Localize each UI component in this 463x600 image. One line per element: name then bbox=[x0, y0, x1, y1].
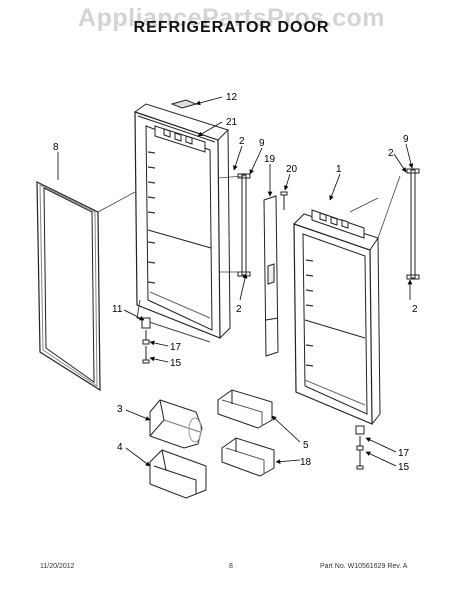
right-hinge-rod-part bbox=[406, 168, 420, 280]
callout-2-left-bottom: 2 bbox=[236, 304, 242, 315]
callout-2-left-top: 2 bbox=[239, 136, 245, 147]
callout-17-left: 17 bbox=[170, 342, 182, 353]
left-door-liner-part bbox=[134, 103, 231, 343]
callout-15-right: 15 bbox=[398, 462, 410, 473]
callout-18: 18 bbox=[300, 457, 312, 468]
dispenser-cover-part bbox=[149, 399, 203, 449]
rail-screw-part bbox=[280, 191, 288, 210]
callout-17-right: 17 bbox=[398, 448, 410, 459]
footer-page-number: 8 bbox=[229, 563, 233, 570]
footer-date: 11/20/2012 bbox=[40, 563, 75, 570]
callout-9-left: 9 bbox=[259, 138, 265, 149]
door-bin-lower-part bbox=[221, 437, 275, 477]
callout-19: 19 bbox=[264, 154, 276, 165]
right-door-liner-part bbox=[293, 213, 381, 425]
lower-right-hinge-parts bbox=[355, 425, 365, 470]
callout-21: 21 bbox=[226, 117, 238, 128]
lower-left-hinge-parts bbox=[141, 317, 151, 364]
callout-labels: 12 21 8 2 9 19 20 1 2 9 11 2 2 17 15 3 4… bbox=[53, 92, 418, 473]
left-door-ribs bbox=[147, 151, 156, 284]
page-title: REFRIGERATOR DOOR bbox=[133, 19, 330, 36]
callout-15-left: 15 bbox=[170, 358, 182, 369]
door-gasket-part bbox=[36, 181, 101, 392]
callout-1: 1 bbox=[336, 164, 342, 175]
callout-11: 11 bbox=[112, 304, 123, 315]
right-door-top-cap-part bbox=[311, 209, 365, 239]
callout-2-right-top: 2 bbox=[388, 148, 394, 159]
callout-5: 5 bbox=[303, 440, 309, 451]
callout-9-right: 9 bbox=[403, 134, 409, 145]
callout-12: 12 bbox=[226, 92, 238, 103]
watermark: AppliancePartsPros.com bbox=[78, 4, 385, 32]
right-door-ribs bbox=[305, 259, 314, 367]
callout-20: 20 bbox=[286, 164, 298, 175]
callout-8: 8 bbox=[53, 142, 59, 153]
hinge-cover-part bbox=[170, 99, 198, 109]
left-door-top-cap-part bbox=[154, 125, 206, 153]
door-bin-upper-part bbox=[217, 389, 273, 429]
callout-2-right-bottom: 2 bbox=[412, 304, 418, 315]
callout-4: 4 bbox=[117, 442, 123, 453]
center-rail-part bbox=[263, 195, 279, 357]
footer-part-number: Part No. W10561629 Rev. A bbox=[320, 563, 408, 570]
callout-3: 3 bbox=[117, 404, 123, 415]
left-hinge-rod-part bbox=[237, 173, 251, 277]
door-tray-part bbox=[149, 449, 207, 499]
leader-lines bbox=[57, 96, 414, 467]
